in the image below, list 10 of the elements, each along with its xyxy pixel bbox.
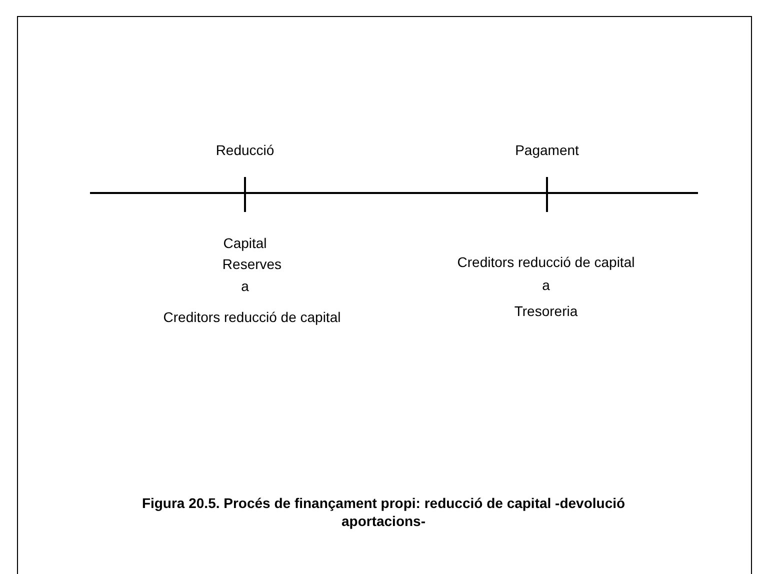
text-label: Creditors reducció de capital [163, 309, 341, 325]
text-label: Reducció [216, 142, 274, 158]
text-label: Capital [223, 235, 267, 251]
figure-caption: Figura 20.5. Procés de finançament propi: reducció de capital -devolució aportacions- [140, 494, 626, 530]
text-label: Tresoreria [514, 303, 578, 319]
text-label: Pagament [515, 142, 579, 158]
text-label: Reserves [222, 256, 282, 272]
text-label: Creditors reducció de capital [457, 254, 635, 270]
text-label: a [542, 277, 550, 293]
text-label: a [241, 278, 249, 294]
